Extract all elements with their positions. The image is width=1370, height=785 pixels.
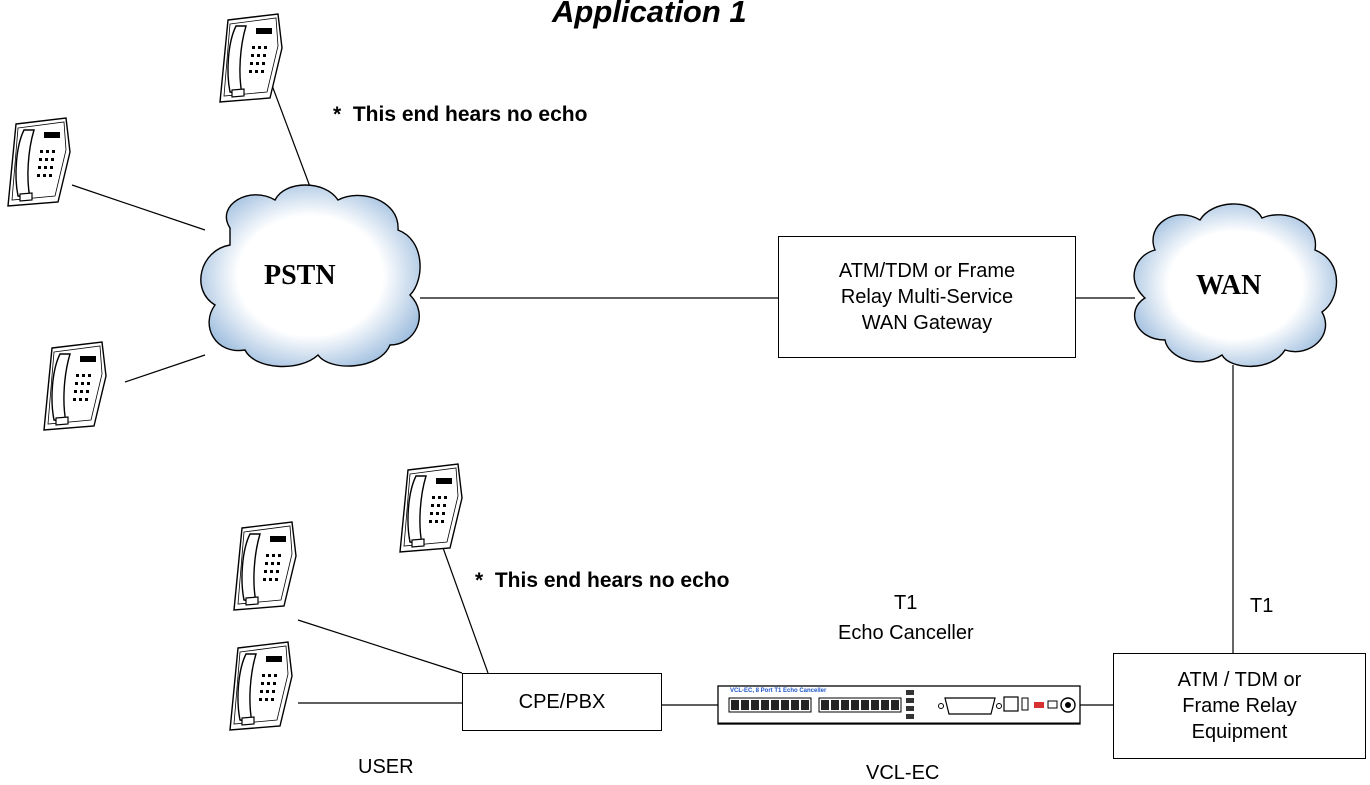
- status-leds: [906, 690, 914, 719]
- serial-port-icon: [938, 697, 1002, 715]
- line-phone-lower-to-pstn: [124, 354, 206, 383]
- rj-port: [771, 700, 779, 710]
- connection-lines: [71, 79, 1234, 706]
- port-block-outline: [728, 697, 812, 713]
- telephone-icon: [399, 463, 463, 553]
- device-model-label: VCL-EC, 8 Port T1 Echo Canceller: [730, 688, 827, 694]
- rj-port: [881, 700, 889, 710]
- echo-canceller-label: Echo Canceller: [838, 622, 974, 644]
- rj-port: [801, 700, 809, 710]
- wan-cloud-icon: [1133, 203, 1338, 368]
- t1-label-right: T1: [1250, 595, 1274, 617]
- note-top-text: This end hears no echo: [352, 103, 588, 126]
- diagram-title: Application 1: [552, 0, 747, 29]
- rj-port: [861, 700, 869, 710]
- rj-port: [741, 700, 749, 710]
- line-phone-right-to-pbx: [441, 544, 489, 674]
- rj-port-group-a: [728, 697, 812, 713]
- rj-port: [731, 700, 739, 710]
- rj-port: [851, 700, 859, 710]
- line-phone-left-to-pstn: [71, 184, 206, 231]
- rj-port: [751, 700, 759, 710]
- note-bottom: * This end hears no echo: [475, 569, 729, 593]
- pstn-label: PSTN: [264, 260, 336, 291]
- note-bottom-text: This end hears no echo: [494, 569, 730, 592]
- rj-port: [761, 700, 769, 710]
- rj-port: [841, 700, 849, 710]
- user-label: USER: [358, 756, 414, 778]
- note-top: * This end hears no echo: [333, 103, 587, 127]
- rj-port: [871, 700, 879, 710]
- telephone-icon: [7, 117, 71, 207]
- t1-label-center: T1: [894, 592, 918, 614]
- rj-port: [831, 700, 839, 710]
- vcl-ec-label: VCL-EC: [866, 762, 940, 784]
- ethernet-port-icon: [1003, 696, 1019, 712]
- wan-gateway-box: ATM/TDM or Frame Relay Multi-Service WAN…: [778, 236, 1076, 358]
- wan-label: WAN: [1196, 270, 1262, 301]
- line-phone-mid-to-pbx: [297, 619, 463, 674]
- telephone-icon: [229, 641, 293, 731]
- rj-port: [891, 700, 899, 710]
- rj-port: [791, 700, 799, 710]
- telephone-icon: [219, 13, 283, 103]
- rj-port: [781, 700, 789, 710]
- asterisk-icon: *: [333, 103, 342, 126]
- pstn-cloud-icon: [200, 184, 421, 368]
- power-switch-icon: [1034, 702, 1044, 708]
- rj-port: [821, 700, 829, 710]
- line-phone-top-to-pstn: [269, 79, 316, 201]
- telephone-icon: [233, 521, 297, 611]
- cpe-pbx-box: CPE/PBX: [462, 673, 662, 731]
- frame-relay-equipment-box: ATM / TDM or Frame Relay Equipment: [1113, 653, 1366, 759]
- port-block-outline: [818, 697, 902, 713]
- asterisk-icon: *: [475, 569, 484, 592]
- telephone-icon: [43, 341, 107, 431]
- echo-canceller-device-icon: [717, 685, 1081, 725]
- rj-port-group-b: [818, 697, 902, 713]
